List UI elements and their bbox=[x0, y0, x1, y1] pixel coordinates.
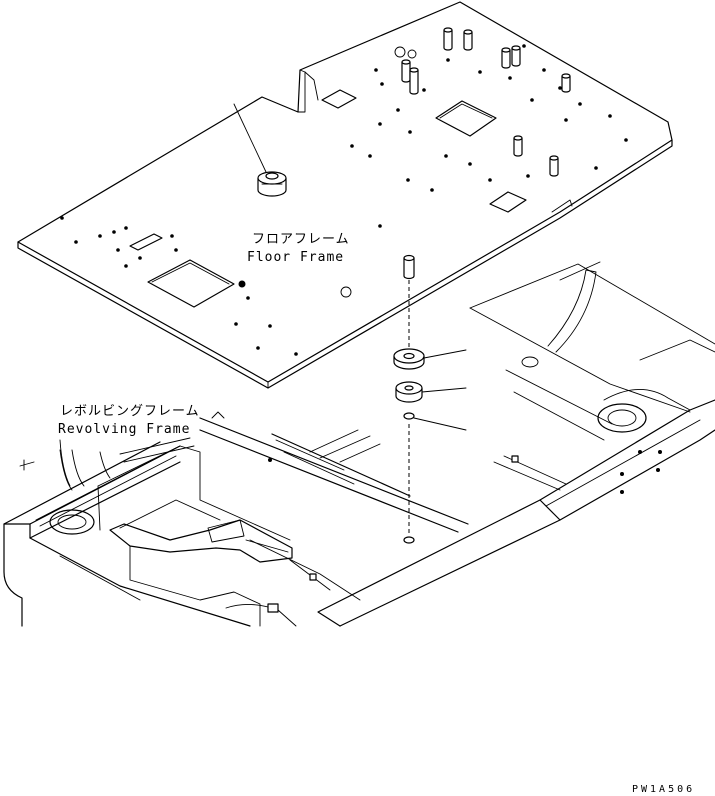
leader-line-cushion bbox=[421, 387, 467, 393]
revolving-frame-label-en: Revolving Frame bbox=[58, 422, 191, 437]
plate-holes bbox=[60, 44, 628, 356]
leader-line-washer bbox=[423, 349, 467, 359]
exploded-washer-upper bbox=[393, 348, 425, 370]
plate-mount bbox=[257, 171, 287, 197]
leader-line-lower-washer bbox=[413, 417, 467, 431]
revolving-frame-label-jp: レボルビングフレーム bbox=[60, 404, 200, 419]
plate-studs bbox=[401, 27, 571, 177]
leader-line-mount bbox=[233, 103, 267, 173]
plate-openings bbox=[129, 89, 527, 308]
drawing-code: PW1A506 bbox=[632, 784, 696, 795]
frame-mount-hole bbox=[403, 536, 415, 544]
exploded-washer-lower bbox=[403, 412, 415, 420]
leader-line-revolving-frame bbox=[59, 439, 71, 487]
floor-frame-label-jp: フロアフレーム bbox=[252, 232, 350, 247]
exploded-bolt bbox=[403, 254, 415, 280]
exploded-cushion bbox=[395, 381, 423, 403]
floor-frame-plate bbox=[17, 1, 673, 389]
floor-frame-label-en: Floor Frame bbox=[247, 250, 345, 265]
revolving-frame bbox=[3, 261, 715, 627]
